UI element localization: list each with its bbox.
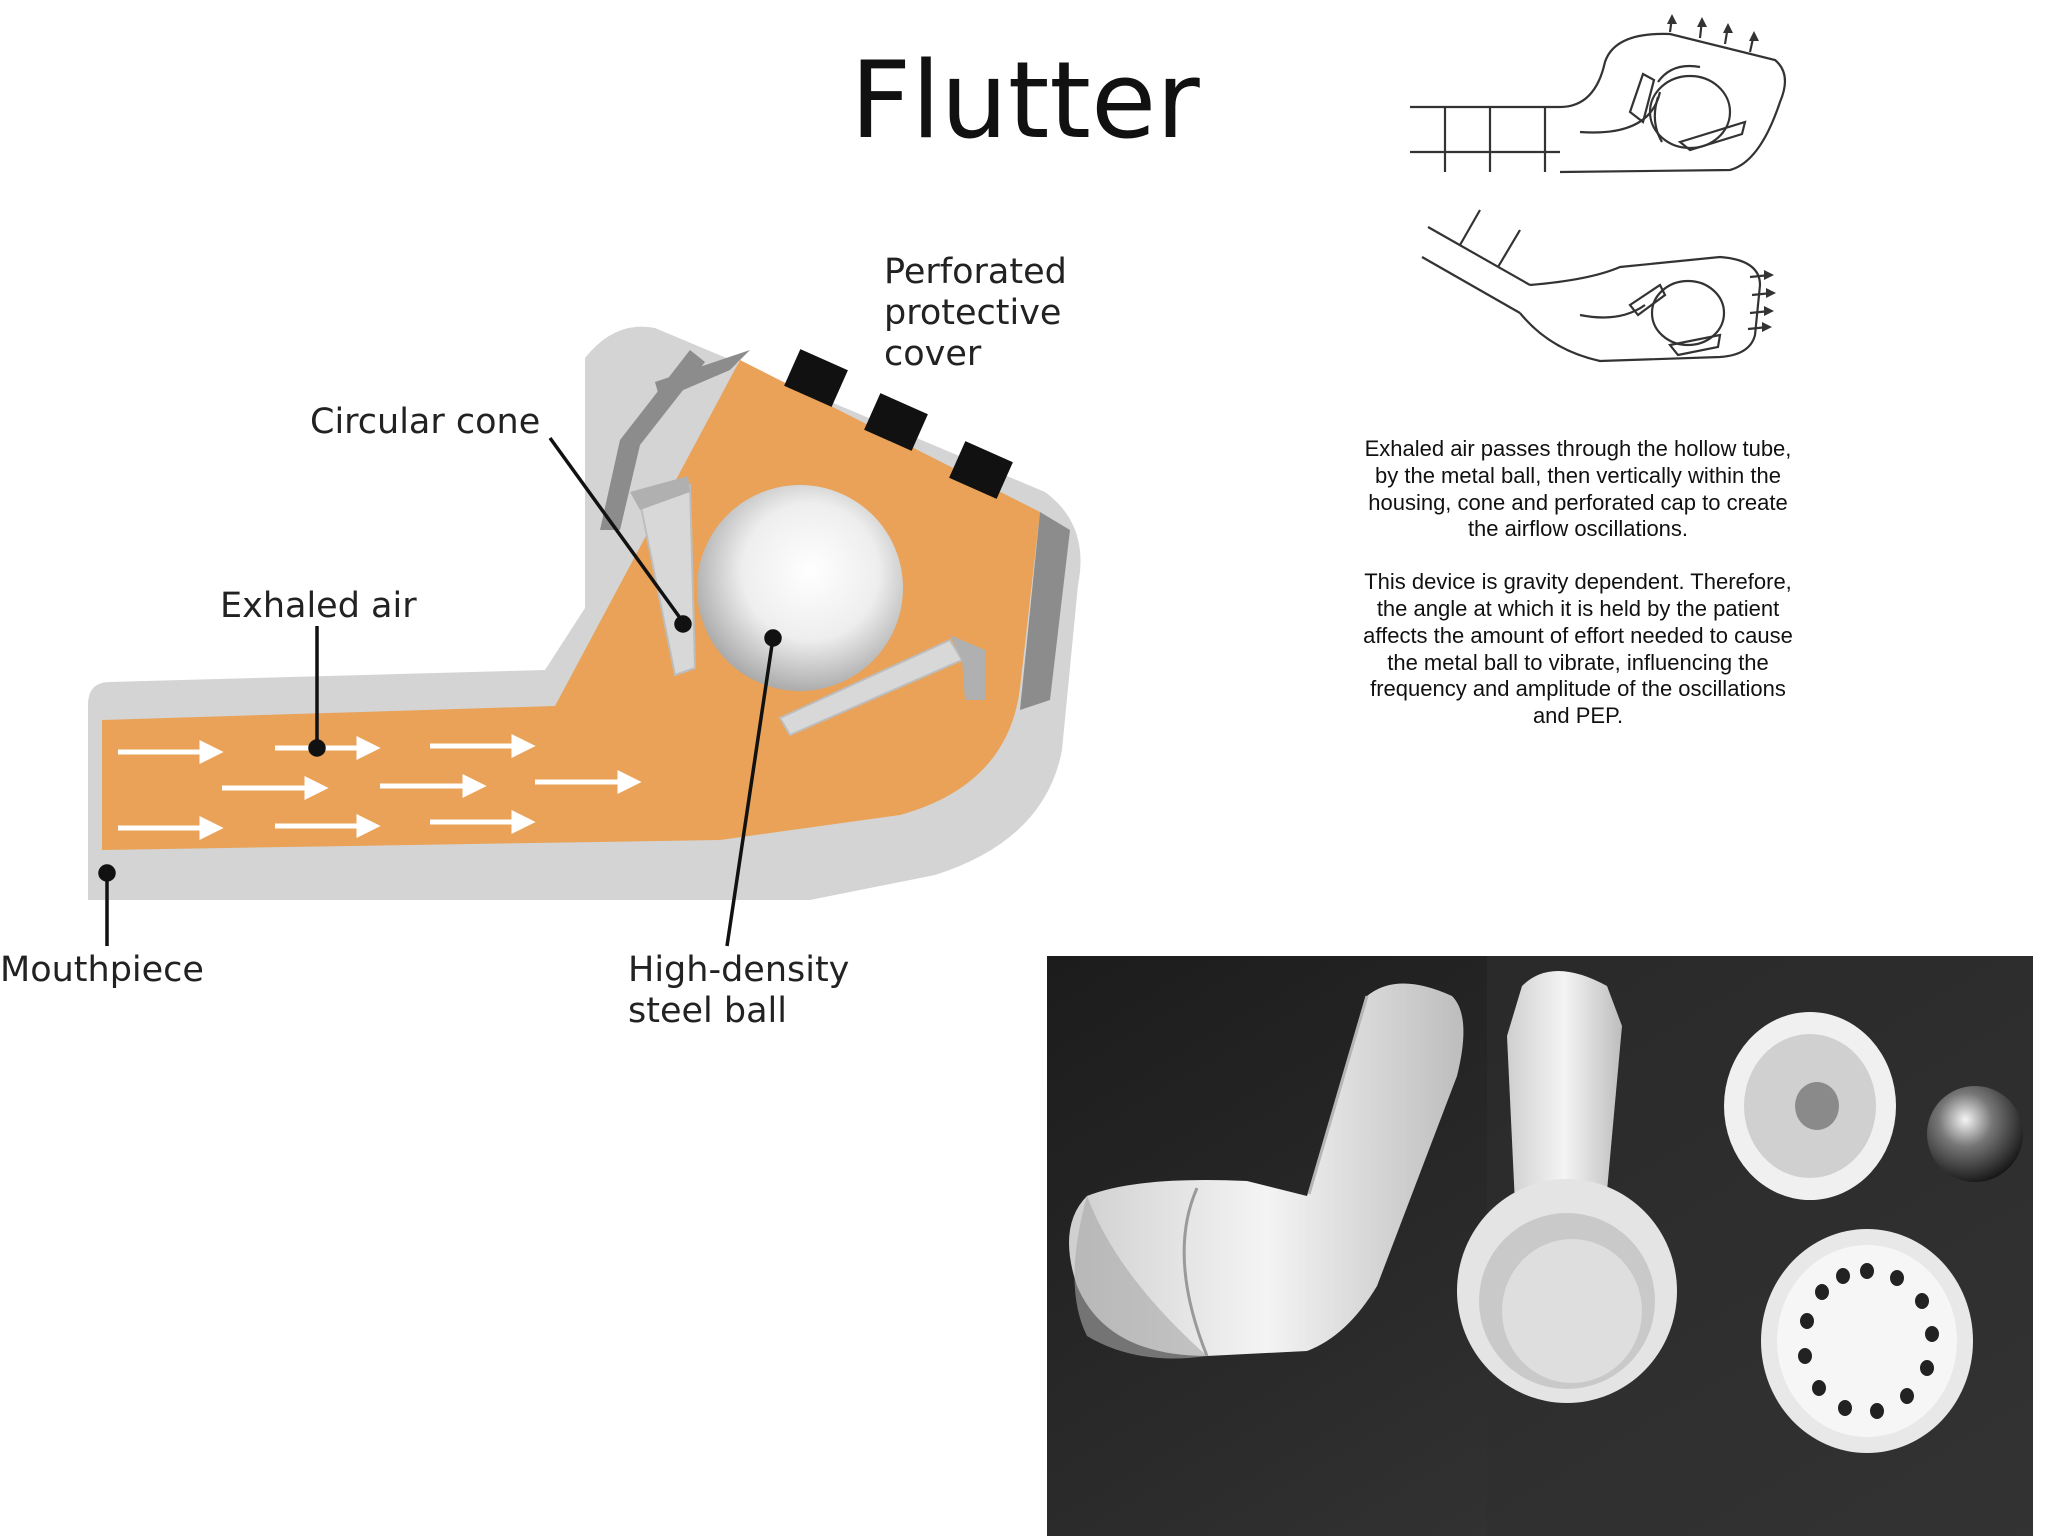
cone-right-cap	[950, 635, 985, 700]
label-perforated-cover: Perforated protective cover	[884, 252, 1067, 374]
housing-liner-left	[600, 350, 705, 530]
cover-block-3	[949, 441, 1013, 499]
slide-title: Flutter	[850, 39, 1200, 162]
cover-block-1	[784, 349, 848, 407]
label-mouthpiece: Mouthpiece	[0, 950, 204, 990]
device-photo-svg	[1047, 956, 2033, 1536]
label-exhaled-air: Exhaled air	[220, 586, 417, 626]
dot-steel-ball	[764, 629, 782, 647]
flutter-cross-section-diagram: Perforated protective cover Circular con…	[0, 230, 1120, 1050]
device-body-photo	[1457, 971, 1677, 1403]
flutter-mini-diagram-tilted	[1421, 209, 1776, 363]
dot-mouthpiece	[98, 864, 116, 882]
steel-ball-photo	[1927, 1086, 2023, 1182]
description-paragraph-1: Exhaled air passes through the hollow tu…	[1364, 436, 1792, 542]
steel-ball-shape	[697, 485, 903, 691]
mouthpiece-lip	[88, 860, 788, 900]
airflow-arrows	[118, 733, 642, 841]
dot-exhaled-air	[308, 739, 326, 757]
device-photo	[1047, 956, 2033, 1536]
assembled-device-photo	[1069, 983, 1464, 1359]
housing-liner-right	[1020, 512, 1070, 710]
label-steel-ball: High-density steel ball	[628, 950, 850, 1031]
label-circular-cone: Circular cone	[310, 402, 541, 442]
flutter-mini-diagram-upright	[1410, 14, 1787, 174]
leader-circular-cone	[548, 436, 685, 624]
cone-left-cap	[630, 476, 690, 510]
circular-cone-photo	[1724, 1012, 1896, 1200]
cover-block-2	[864, 393, 928, 451]
dot-circular-cone	[674, 615, 692, 633]
leader-steel-ball	[725, 637, 775, 947]
perforated-cap-photo	[1761, 1229, 1973, 1453]
description-text: Exhaled air passes through the hollow tu…	[1352, 436, 1804, 756]
cross-section-svg	[88, 326, 1081, 947]
description-paragraph-2: This device is gravity dependent. Theref…	[1363, 569, 1793, 729]
